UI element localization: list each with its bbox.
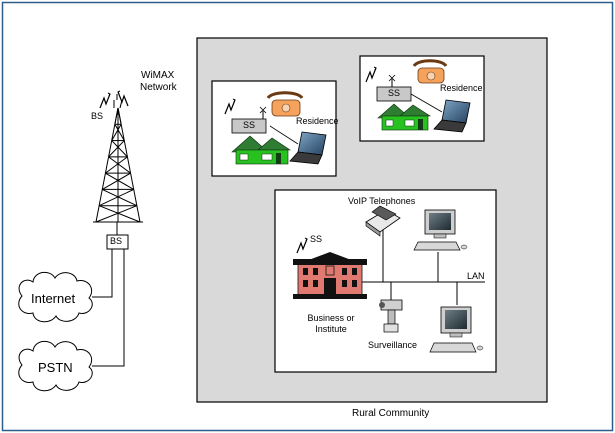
tower-brace — [105, 156, 128, 174]
voip-phone-icon — [365, 205, 401, 237]
tower-brace — [95, 205, 138, 223]
tower-brace — [108, 140, 125, 158]
laptop-icon — [289, 131, 327, 165]
tower-brace — [98, 188, 134, 207]
tower-brace — [102, 172, 131, 190]
house-icon — [377, 103, 432, 131]
bs-tower-label: BS — [91, 111, 104, 121]
tower-brace — [111, 124, 122, 141]
tower-brace — [114, 107, 119, 125]
phone-icon — [412, 59, 448, 84]
business-label-line1: Business or — [307, 313, 355, 323]
ss-residence-2-label: SS — [388, 88, 401, 98]
tower-brace — [111, 140, 128, 158]
wimax-tower — [93, 94, 143, 223]
tower-brace — [98, 205, 141, 223]
phone-icon — [266, 91, 304, 117]
residence-box-2 — [359, 55, 485, 142]
rural-community-label: Rural Community — [352, 408, 430, 419]
internet-cloud — [18, 271, 93, 323]
desktop-computer-icon — [413, 209, 468, 251]
wimax-network-label-line2: Network — [140, 82, 177, 93]
laptop-icon — [433, 99, 471, 133]
house-icon — [231, 135, 291, 165]
bs-box-label: BS — [110, 236, 123, 246]
tower-brace — [117, 107, 122, 125]
pstn-label: PSTN — [38, 360, 73, 375]
tower-brace — [114, 124, 125, 141]
surveillance-label: Surveillance — [368, 340, 418, 350]
pstn-cloud — [18, 340, 93, 392]
surveillance-camera-icon — [379, 299, 403, 333]
ss-device-1 — [231, 118, 267, 134]
residence-box-1 — [211, 80, 337, 177]
lan-label: LAN — [467, 271, 485, 281]
voip-telephones-label: VoIP Telephones — [348, 196, 416, 206]
bs-links — [92, 249, 125, 367]
building-icon — [293, 252, 367, 299]
desktop-computer-icon-2 — [429, 306, 484, 353]
tower-brace — [108, 156, 131, 174]
business-label-line2: Institute — [315, 324, 347, 334]
tower-brace — [105, 172, 134, 190]
residence-2-label: Residence — [440, 83, 483, 93]
tower-brace — [102, 188, 138, 207]
residence-1-label: Residence — [296, 116, 339, 126]
ss-business-label: SS — [310, 234, 323, 244]
business-box — [274, 189, 497, 373]
ss-residence-1-label: SS — [243, 120, 256, 130]
lan-lines — [356, 228, 485, 305]
wimax-network-label-line1: WiMAX — [141, 70, 175, 81]
internet-label: Internet — [31, 291, 76, 306]
